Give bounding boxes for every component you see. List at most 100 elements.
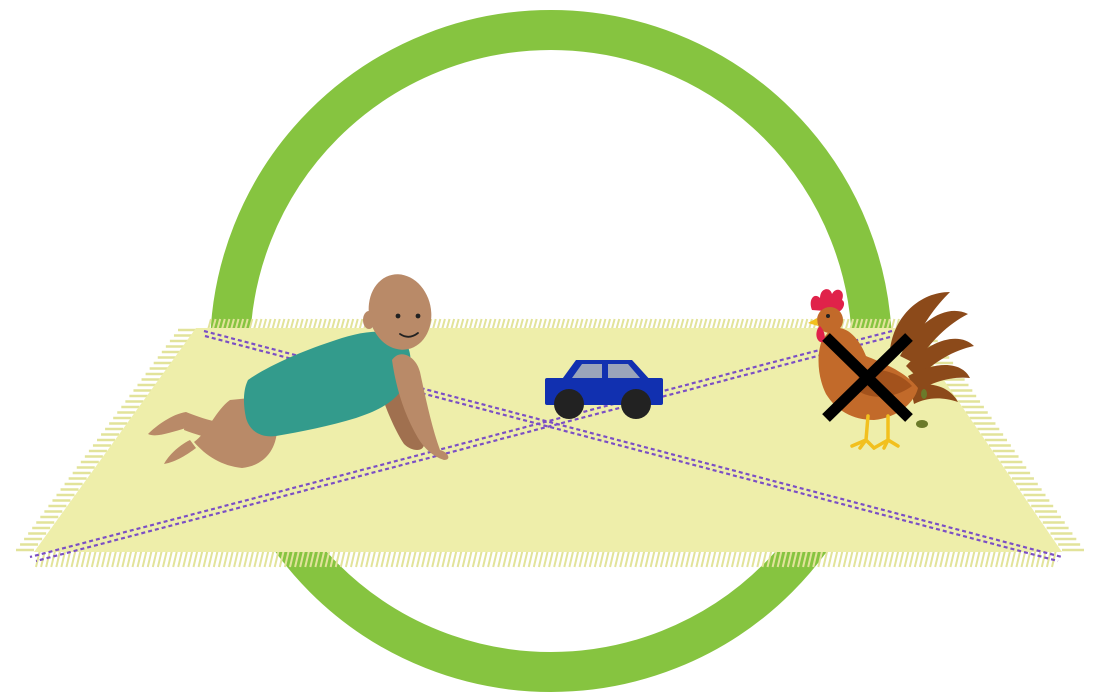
mat-fringe-strand bbox=[508, 550, 512, 567]
mat-fringe-strand bbox=[107, 550, 111, 567]
mat-fringe-strand bbox=[97, 550, 101, 567]
mat-fringe-strand bbox=[849, 550, 853, 567]
mat-fringe-strand bbox=[879, 550, 883, 567]
mat-fringe-strand bbox=[859, 550, 863, 567]
baby-eye-right bbox=[416, 314, 421, 319]
mat-fringe-strand bbox=[707, 550, 711, 567]
mat-fringe-strand bbox=[534, 550, 538, 567]
mat-fringe-strand bbox=[437, 550, 441, 567]
mat-fringe-strand bbox=[549, 550, 553, 567]
mat-fringe-strand bbox=[214, 550, 218, 567]
mat-fringe-strand bbox=[722, 550, 726, 567]
mat-fringe-strand bbox=[397, 550, 401, 567]
mat-fringe-strand bbox=[585, 550, 589, 567]
mat-fringe-strand bbox=[193, 550, 197, 567]
mat-fringe-strand bbox=[869, 550, 873, 567]
mat-fringe-strand bbox=[133, 550, 137, 567]
mat-fringe-strand bbox=[163, 550, 167, 567]
mat-fringe-strand bbox=[514, 550, 518, 567]
mat-fringe-strand bbox=[915, 550, 919, 567]
mat-fringe-strand bbox=[56, 550, 60, 567]
mat-fringe-strand bbox=[747, 550, 751, 567]
mat-fringe-strand bbox=[493, 550, 497, 567]
mat-fringe-strand bbox=[427, 550, 431, 567]
mat-fringe-strand bbox=[524, 550, 528, 567]
mat-fringe-strand bbox=[646, 550, 650, 567]
mat-fringe-strand bbox=[483, 550, 487, 567]
mat-fringe-strand bbox=[387, 550, 391, 567]
mat-fringe-strand bbox=[717, 550, 721, 567]
mat-fringe-strand bbox=[910, 550, 914, 567]
mat-fringe-strand bbox=[834, 550, 838, 567]
mat-fringe-strand bbox=[229, 550, 233, 567]
mat-fringe-strand bbox=[381, 550, 385, 567]
mat-fringe-strand bbox=[564, 550, 568, 567]
mat-fringe-strand bbox=[234, 550, 238, 567]
mat-fringe-strand bbox=[641, 550, 645, 567]
mat-fringe-strand bbox=[168, 550, 172, 567]
mat-fringe-strand bbox=[1011, 550, 1015, 567]
mat-fringe-strand bbox=[77, 550, 81, 567]
mat-fringe-strand bbox=[341, 550, 345, 567]
mat-fringe-strand bbox=[945, 550, 949, 567]
mat-fringe-strand bbox=[935, 550, 939, 567]
mat-fringe-strand bbox=[955, 550, 959, 567]
mat-fringe-strand bbox=[559, 550, 563, 567]
mat-fringe-strand bbox=[498, 550, 502, 567]
mat-fringe-strand bbox=[249, 550, 253, 567]
mat-fringe-strand bbox=[696, 550, 700, 567]
mat-fringe-strand bbox=[254, 550, 258, 567]
mat-fringe-strand bbox=[595, 550, 599, 567]
mat-fringe-strand bbox=[605, 550, 609, 567]
mat-fringe-strand bbox=[442, 550, 446, 567]
mat-fringe-strand bbox=[270, 550, 274, 567]
mat-fringe-strand bbox=[656, 550, 660, 567]
car-wheel-front bbox=[554, 389, 584, 419]
mat-fringe-strand bbox=[976, 550, 980, 567]
mat-fringe-strand bbox=[686, 550, 690, 567]
mat-fringe-strand bbox=[209, 550, 213, 567]
mat-fringe-strand bbox=[615, 550, 619, 567]
mat-fringe-strand bbox=[900, 550, 904, 567]
mat-fringe-strand bbox=[356, 550, 360, 567]
mat-fringe-strand bbox=[635, 550, 639, 567]
mat-fringe-strand bbox=[447, 550, 451, 567]
mat-fringe-strand bbox=[112, 550, 116, 567]
mat-fringe-strand bbox=[554, 550, 558, 567]
mat-fringe-strand bbox=[940, 550, 944, 567]
mat-fringe-strand bbox=[87, 550, 91, 567]
mat-fringe-strand bbox=[610, 550, 614, 567]
mat-fringe-strand bbox=[188, 550, 192, 567]
mat-fringe-strand bbox=[681, 550, 685, 567]
mat-fringe-strand bbox=[712, 550, 716, 567]
mat-fringe-strand bbox=[529, 550, 533, 567]
mat-fringe-strand bbox=[366, 550, 370, 567]
mat-fringe-strand bbox=[458, 550, 462, 567]
mat-fringe-strand bbox=[519, 550, 523, 567]
mat-fringe-strand bbox=[661, 550, 665, 567]
mat-fringe-strand bbox=[178, 550, 182, 567]
mat-fringe-strand bbox=[950, 550, 954, 567]
mat-fringe-strand bbox=[473, 550, 477, 567]
mat-fringe-strand bbox=[986, 550, 990, 567]
mat-fringe-strand bbox=[265, 550, 269, 567]
mat-fringe-strand bbox=[153, 550, 157, 567]
rooster-dropping-1 bbox=[916, 420, 928, 428]
baby-eye-left bbox=[396, 314, 401, 319]
mat-fringe-strand bbox=[61, 550, 65, 567]
mat-fringe-bottom bbox=[36, 550, 1056, 567]
mat-fringe-strand bbox=[854, 550, 858, 567]
mat-fringe-strand bbox=[432, 550, 436, 567]
mat-fringe-strand bbox=[422, 550, 426, 567]
mat-fringe-strand bbox=[966, 550, 970, 567]
mat-fringe-strand bbox=[920, 550, 924, 567]
mat-fringe-strand bbox=[127, 550, 131, 567]
mat-fringe-strand bbox=[361, 550, 365, 567]
mat-fringe-strand bbox=[148, 550, 152, 567]
mat-fringe-strand bbox=[407, 550, 411, 567]
mat-fringe-strand bbox=[463, 550, 467, 567]
mat-fringe-strand bbox=[651, 550, 655, 567]
mat-fringe-strand bbox=[737, 550, 741, 567]
mat-fringe-strand bbox=[260, 550, 264, 567]
